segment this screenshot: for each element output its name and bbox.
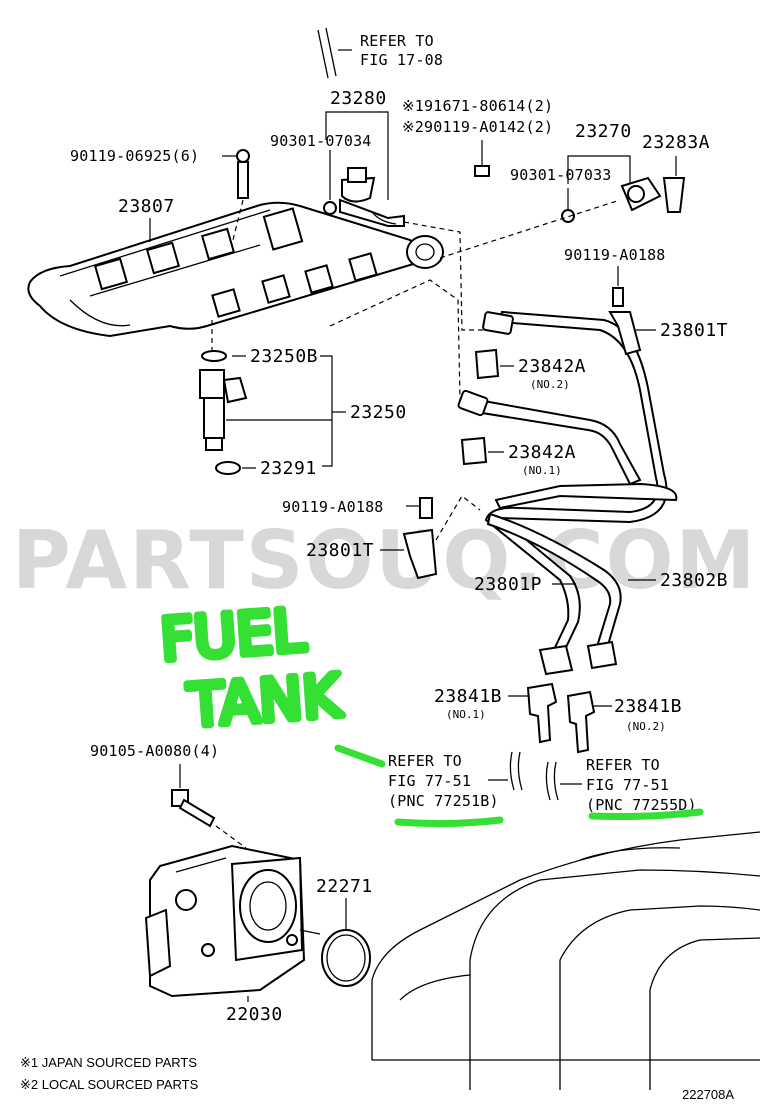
bolt-small bbox=[474, 165, 490, 177]
bolt-90119-06925 bbox=[231, 149, 250, 245]
sublabel-23842A-no2: (NO.2) bbox=[530, 378, 570, 391]
bolt-90119-A0188-top bbox=[612, 287, 624, 307]
label-23291: 23291 bbox=[260, 458, 317, 479]
label-22030: 22030 bbox=[226, 1004, 283, 1025]
label-90301-07034: 90301-07034 bbox=[270, 132, 372, 150]
connector-23841B-no2 bbox=[566, 690, 596, 754]
label-23270: 23270 bbox=[575, 121, 632, 142]
label-23842A-no1: 23842A bbox=[508, 442, 576, 463]
ref-left-line2: FIG 77-51 bbox=[388, 772, 471, 790]
label-90119-A0188-top: 90119-A0188 bbox=[564, 246, 666, 264]
label-90301-07033: 90301-07033 bbox=[510, 166, 612, 184]
pressure-regulator bbox=[323, 167, 405, 227]
pipe-end-left bbox=[538, 644, 574, 676]
label-90105: 90105-A0080(4) bbox=[90, 742, 219, 760]
fuel-tube-assembly bbox=[474, 310, 678, 662]
label-23807: 23807 bbox=[118, 196, 175, 217]
label-23842A-no2: 23842A bbox=[518, 356, 586, 377]
label-23250B: 23250B bbox=[250, 346, 318, 367]
fuel-injector bbox=[199, 350, 248, 475]
pipe-end-mid bbox=[457, 389, 489, 417]
clamp-23801T-mid bbox=[402, 528, 438, 580]
intake-manifold-outline bbox=[371, 831, 760, 1090]
ref-right-line1: REFER TO bbox=[586, 756, 660, 774]
o-ring-90301-07033 bbox=[561, 209, 575, 223]
label-23250: 23250 bbox=[350, 402, 407, 423]
footnote-local: ※2 LOCAL SOURCED PARTS bbox=[20, 1077, 199, 1092]
label-191671: ※191671-80614(2) bbox=[402, 97, 553, 115]
ref-left-line3: (PNC 77251B) bbox=[388, 792, 499, 810]
bolt-90105 bbox=[171, 789, 216, 828]
ref-top-line2: FIG 17-08 bbox=[360, 51, 443, 69]
handwritten-fuel: FUEL bbox=[158, 596, 307, 674]
bolt-90119-A0188-mid bbox=[419, 497, 433, 519]
vacuum-hose bbox=[317, 27, 352, 79]
footnote-japan: ※1 JAPAN SOURCED PARTS bbox=[20, 1055, 197, 1070]
ref-top-line1: REFER TO bbox=[360, 32, 434, 50]
label-22271: 22271 bbox=[316, 876, 373, 897]
ref-right-line3: (PNC 77255D) bbox=[586, 796, 697, 814]
gasket-22271 bbox=[321, 929, 371, 987]
annotation-arrow-stroke bbox=[334, 744, 386, 768]
ref-left-line1: REFER TO bbox=[388, 752, 462, 770]
hose-77255D bbox=[545, 761, 551, 801]
label-90119-06925: 90119-06925(6) bbox=[70, 147, 199, 165]
label-23841B-no1: 23841B bbox=[434, 686, 502, 707]
ref-right-line2: FIG 77-51 bbox=[586, 776, 669, 794]
throttle-body bbox=[144, 844, 321, 998]
pipe-end-right bbox=[586, 640, 618, 670]
label-23801P: 23801P bbox=[474, 574, 542, 595]
hose-77251B bbox=[509, 751, 515, 791]
fuel-pressure-damper bbox=[620, 176, 662, 212]
handwritten-tank: TANK bbox=[185, 661, 344, 740]
label-23283A: 23283A bbox=[642, 132, 710, 153]
annotation-underline-right bbox=[588, 808, 704, 820]
label-23801T-top: 23801T bbox=[660, 320, 728, 341]
label-23841B-no2: 23841B bbox=[614, 696, 682, 717]
label-290119: ※290119-A0142(2) bbox=[402, 118, 553, 136]
retainer-23842A-no2 bbox=[474, 348, 500, 380]
clip-23283A bbox=[662, 177, 686, 213]
connector-23841B-no1 bbox=[526, 682, 558, 744]
fuel-delivery-pipe bbox=[27, 201, 444, 338]
sublabel-23841B-no1: (NO.1) bbox=[446, 708, 486, 721]
figure-code: 222708A bbox=[682, 1087, 734, 1102]
annotation-underline-left bbox=[394, 816, 504, 828]
sublabel-23842A-no1: (NO.1) bbox=[522, 464, 562, 477]
clamp-23801T-top bbox=[608, 311, 642, 356]
label-23801T-mid: 23801T bbox=[306, 540, 374, 561]
watermark-text: PARTSOUQ.COM bbox=[12, 514, 757, 607]
sublabel-23841B-no2: (NO.2) bbox=[626, 720, 666, 733]
pipe-end-top bbox=[482, 311, 514, 335]
retainer-23842A-no1 bbox=[460, 436, 488, 466]
label-90119-A0188-mid: 90119-A0188 bbox=[282, 498, 384, 516]
label-23802B: 23802B bbox=[660, 570, 728, 591]
label-23280: 23280 bbox=[330, 88, 387, 109]
